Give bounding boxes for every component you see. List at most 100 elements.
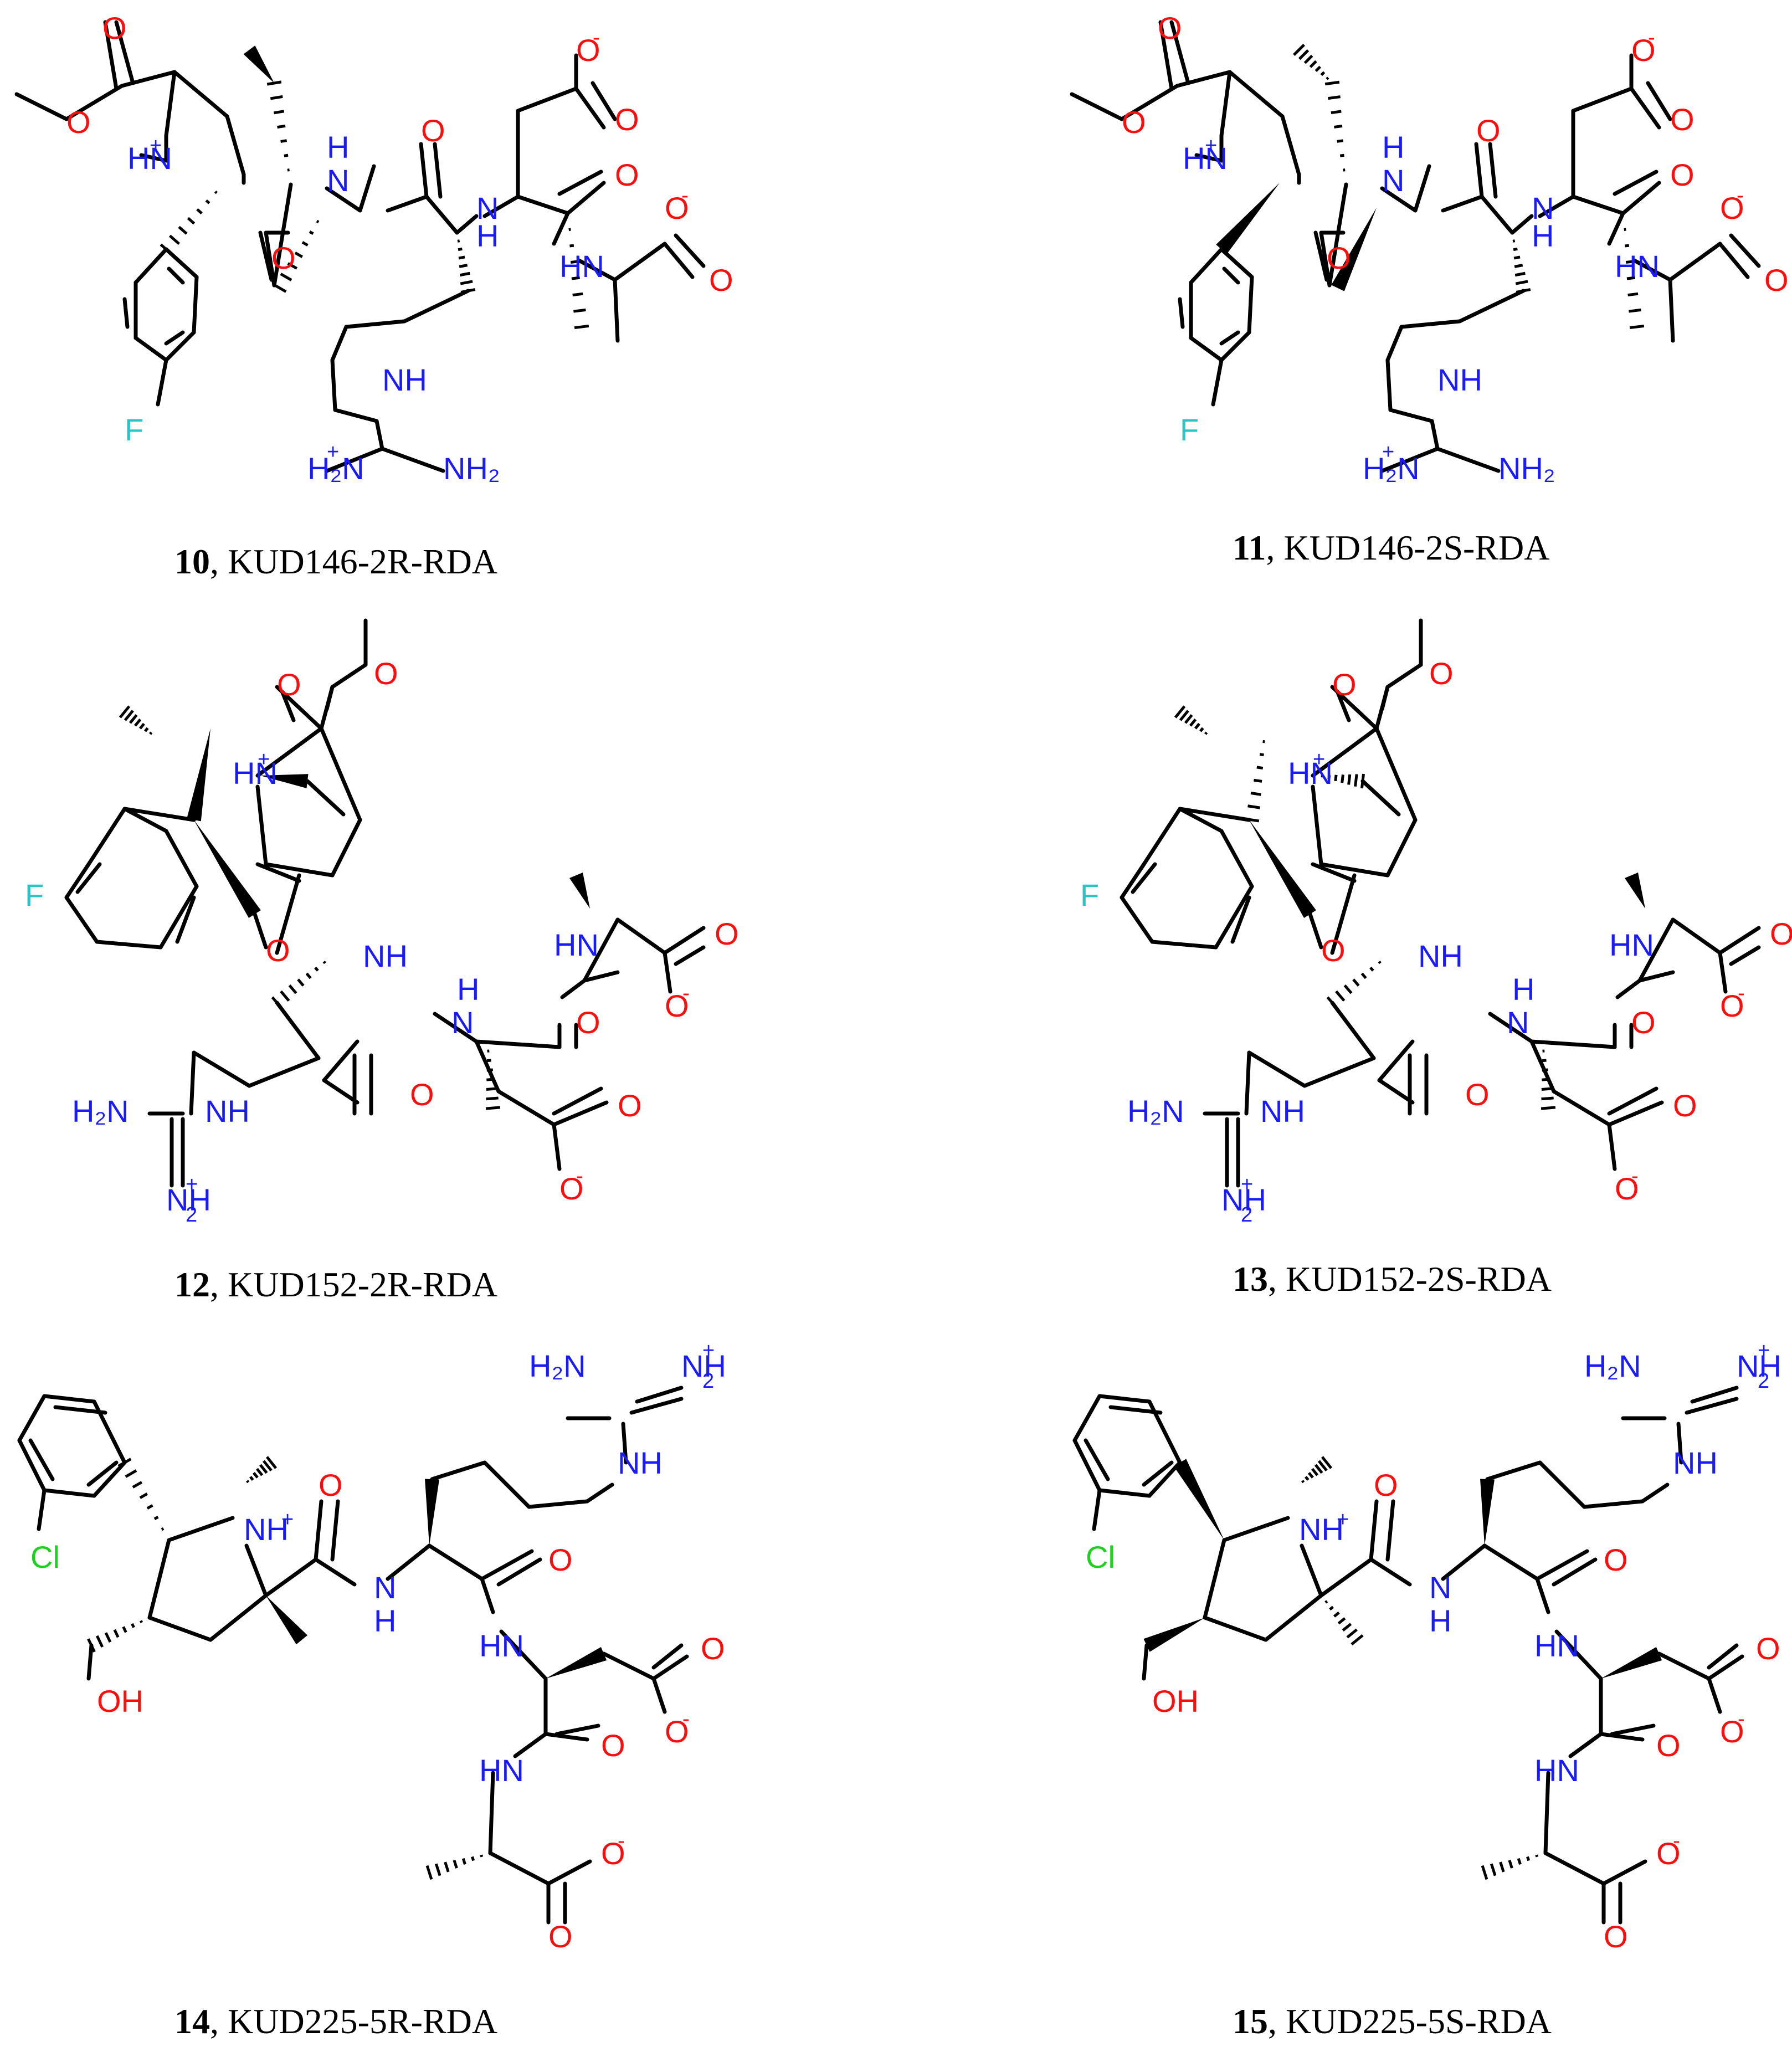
atom-label-14: HN [479, 1753, 524, 1788]
hash-bond-13 [1341, 774, 1344, 783]
bond-15 [1072, 1394, 1102, 1443]
bond-13 [1385, 818, 1418, 878]
bond-12 [474, 1039, 562, 1049]
atom-label-13: - [1631, 1164, 1639, 1188]
bond-15 [1610, 1723, 1656, 1736]
hash-bond-11 [1315, 65, 1321, 72]
atom-label-15: O [1720, 1714, 1744, 1749]
caption-10: 10, KUD146-2R-RDA [174, 542, 497, 581]
bond-12 [95, 940, 163, 950]
hash-bond-13 [1262, 740, 1265, 743]
bond-14 [386, 1543, 432, 1581]
bond-15 [1543, 1851, 1606, 1886]
atom-label-11: H [1382, 130, 1404, 165]
bond-12 [275, 873, 301, 955]
bond-14 [86, 1460, 119, 1487]
bond-15 [1676, 1422, 1683, 1465]
hash-bond-10 [273, 283, 287, 293]
bond-12 [75, 862, 102, 894]
caption-12: 12, KUD152-2R-RDA [174, 1265, 497, 1304]
wedge-bond-12 [194, 820, 261, 919]
atom-label-15: OH [1152, 1684, 1199, 1718]
atom-label-14: - [618, 1829, 625, 1853]
hash-bond-12 [297, 978, 305, 987]
bond-13 [1311, 862, 1357, 883]
bond-11 [1510, 214, 1534, 235]
atom-label-12: O [715, 916, 739, 951]
bond-13 [1607, 1100, 1664, 1127]
hash-bond-10 [277, 124, 286, 129]
hash-bond-12 [124, 710, 134, 721]
bond-11 [1158, 20, 1174, 91]
bond-15 [1097, 1394, 1152, 1404]
hash-bond-15 [1305, 1476, 1310, 1481]
hash-bond-13 [1250, 791, 1261, 796]
bond-14 [635, 1386, 684, 1404]
bond-11 [1538, 194, 1575, 218]
atom-label-15: O [1604, 1919, 1628, 1954]
atom-label-13: N [1507, 1005, 1529, 1040]
atom-label-10: O [421, 113, 445, 148]
bond-15 [1535, 1549, 1589, 1581]
bond-14 [499, 1629, 548, 1681]
hash-bond-11 [1514, 271, 1526, 277]
hash-bond-15 [1314, 1464, 1323, 1474]
hash-bond-15 [1351, 1634, 1364, 1646]
bond-12 [122, 807, 196, 822]
hash-bond-12 [486, 1087, 497, 1091]
atom-label-12: O [374, 656, 398, 691]
atom-label-11: H [1532, 218, 1554, 253]
wedge-bond-14 [546, 1647, 607, 1679]
hash-bond-14 [125, 1469, 137, 1478]
atom-label-15: O [1656, 1728, 1681, 1763]
wedge-bond-15 [1173, 1459, 1224, 1540]
hash-bond-12 [271, 996, 283, 1009]
hash-bond-11 [1514, 264, 1523, 268]
bond-11 [1413, 164, 1431, 213]
bond-15 [1203, 1615, 1268, 1642]
bond-12 [560, 978, 587, 999]
hash-bond-13 [1253, 778, 1262, 783]
hash-bond-12 [129, 714, 138, 724]
bond-12 [582, 970, 620, 983]
atom-label-10: O [709, 263, 733, 297]
atom-label-14: NH [618, 1445, 663, 1480]
atom-label-12: NH [205, 1094, 250, 1128]
bond-15 [1300, 1543, 1323, 1598]
bond-11 [1385, 325, 1404, 362]
atom-label-15: NH [1299, 1512, 1344, 1547]
hash-bond-13 [1335, 990, 1346, 1002]
atom-label-13: NH [1418, 938, 1463, 973]
atom-label-10: O [576, 33, 600, 68]
bond-15 [1108, 1405, 1163, 1415]
bond-13 [1637, 970, 1675, 983]
wedge-bond-10 [243, 45, 274, 83]
atom-label-12: F [25, 878, 44, 912]
hash-bond-10 [458, 255, 465, 260]
bond-14 [621, 1422, 628, 1465]
atom-label-15: + [1337, 1508, 1349, 1531]
bond-12 [122, 807, 168, 833]
bond-12 [189, 1050, 196, 1116]
atom-label-15: H [1429, 1603, 1451, 1638]
hash-bond-10 [274, 110, 285, 115]
atom-label-11: F [1180, 412, 1199, 447]
atom-label-13: O [1631, 1005, 1656, 1040]
wedge-bond-14 [425, 1479, 439, 1546]
hash-bond-12 [486, 1096, 499, 1101]
bond-14 [554, 1723, 600, 1736]
bond-12 [275, 1001, 321, 1060]
hash-bond-14 [255, 1468, 264, 1476]
bond-10 [133, 247, 168, 285]
atom-label-15: + [1758, 1339, 1770, 1362]
hash-bond-12 [149, 731, 153, 735]
bond-15 [1601, 1859, 1647, 1886]
hash-bond-14 [131, 1623, 135, 1628]
hash-bond-13 [1347, 774, 1352, 785]
bond-12 [305, 779, 346, 817]
hash-bond-13 [1360, 773, 1365, 789]
bond-11 [1430, 419, 1440, 451]
bond-15 [1568, 1732, 1603, 1758]
